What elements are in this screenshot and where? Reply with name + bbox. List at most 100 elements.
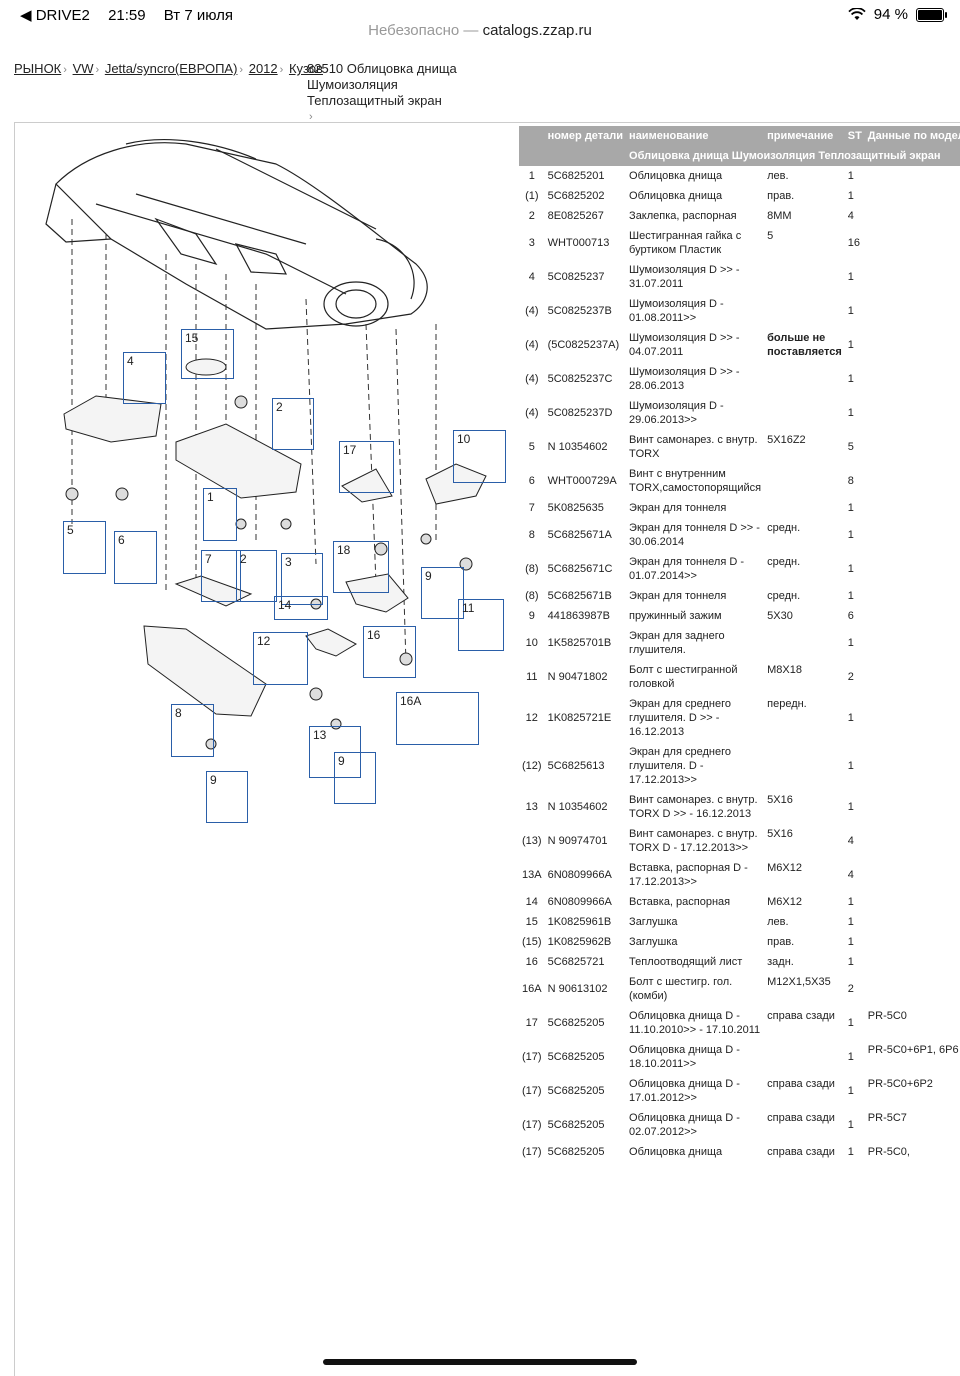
diagram-callout[interactable]: 15 [181, 329, 234, 379]
part-number[interactable]: N 90471802 [547, 671, 608, 683]
part-number[interactable]: 5C0825237 [547, 271, 605, 283]
part-number[interactable]: N 10354602 [547, 801, 608, 813]
part-number[interactable]: 1K0825721E [547, 712, 612, 724]
part-number[interactable]: 6N0809966A [547, 896, 612, 908]
part-number[interactable]: (5C0825237A) [547, 339, 620, 351]
part-number[interactable]: 5C6825205 [547, 1146, 605, 1158]
part-number[interactable]: 5C6825205 [547, 1017, 605, 1029]
part-number[interactable]: 1K0825962B [547, 936, 612, 948]
part-number[interactable]: N 90613102 [547, 983, 608, 995]
part-qty: 1 [847, 637, 854, 649]
part-number[interactable]: 5C6825201 [547, 170, 605, 182]
part-number[interactable]: 5C6825671C [547, 563, 613, 575]
part-number[interactable]: 5C6825613 [547, 760, 605, 772]
part-number[interactable]: N 90974701 [547, 835, 608, 847]
part-number[interactable]: 5C6825671A [547, 529, 612, 541]
breadcrumb-link[interactable]: Кузов [288, 61, 323, 76]
part-number[interactable]: 1K5825701B [547, 637, 612, 649]
diagram-callout[interactable]: 17 [339, 441, 394, 493]
diagram-callout[interactable]: 14 [274, 596, 328, 620]
diagram-callout[interactable]: 9 [421, 567, 464, 619]
home-indicator[interactable] [323, 1359, 637, 1365]
part-number[interactable]: 5C0825237D [547, 407, 613, 419]
address-bar[interactable]: Небезопасно — catalogs.zzap.ru [0, 22, 960, 39]
part-number[interactable]: 441863987B [547, 610, 610, 622]
diagram-callout[interactable]: 1 [203, 488, 237, 541]
diagram-callout[interactable]: 18 [333, 541, 389, 593]
diagram-callout[interactable]: 9 [334, 752, 376, 804]
part-number[interactable]: 5C0825237B [547, 305, 612, 317]
part-number[interactable]: 5C6825202 [547, 190, 605, 202]
diagram-callout[interactable]: 12 [253, 632, 308, 685]
part-number[interactable]: 5C6825671B [547, 590, 612, 602]
part-number[interactable]: WHT000713 [547, 237, 610, 249]
part-number[interactable]: 5C6825205 [547, 1051, 605, 1063]
part-number[interactable]: N 10354602 [547, 441, 608, 453]
diagram-callout[interactable]: 2 [236, 550, 277, 602]
part-number[interactable]: 5C6825205 [547, 1085, 605, 1097]
part-number[interactable]: 8E0825267 [547, 210, 604, 222]
breadcrumb-link[interactable]: Jetta/syncro(ЕВРОПА) [104, 61, 238, 76]
breadcrumb-link[interactable]: 2012 [248, 61, 278, 76]
part-number[interactable]: WHT000729A [547, 475, 617, 487]
part-number[interactable]: 5K0825635 [547, 502, 604, 514]
table-row[interactable]: (4)(5C0825237A)Шумоизоляция D >> - 04.07… [519, 328, 960, 362]
part-number[interactable]: 5C6825721 [547, 956, 605, 968]
diagram-callout[interactable]: 7 [201, 550, 241, 602]
part-qty: 1 [847, 170, 854, 182]
breadcrumb-link[interactable]: VW [72, 61, 94, 76]
diagram-callout[interactable]: 11 [458, 599, 504, 651]
back-to-app-link[interactable]: ◀ DRIVE2 [20, 7, 90, 24]
diagram-callout[interactable]: 2 [272, 398, 314, 450]
diagram-callout[interactable]: 10 [453, 430, 506, 483]
part-number[interactable]: 1K0825961B [547, 916, 612, 928]
diagram-callout[interactable]: 16 [363, 626, 416, 678]
diagram-callout[interactable]: 9 [206, 771, 248, 823]
diagram-callout[interactable]: 5 [63, 521, 106, 574]
part-number[interactable]: 5C0825237C [547, 373, 613, 385]
diagram-callout[interactable]: 6 [114, 531, 157, 584]
part-name: Облицовка днища D - 11.10.2010>> - 17.10… [629, 1010, 761, 1036]
row-pos: 3 [528, 237, 535, 249]
part-number[interactable]: 5C6825205 [547, 1119, 605, 1131]
diagram-callout[interactable]: 3 [281, 553, 323, 605]
diagram-callout[interactable]: 4 [123, 352, 166, 404]
breadcrumb-link[interactable]: РЫНОК [14, 61, 62, 76]
diagram-callout[interactable]: 8 [171, 704, 214, 757]
part-number[interactable]: 6N0809966A [547, 869, 612, 881]
part-name: Экран для тоннеля [629, 502, 727, 514]
diagram-callout[interactable]: 16A [396, 692, 479, 745]
